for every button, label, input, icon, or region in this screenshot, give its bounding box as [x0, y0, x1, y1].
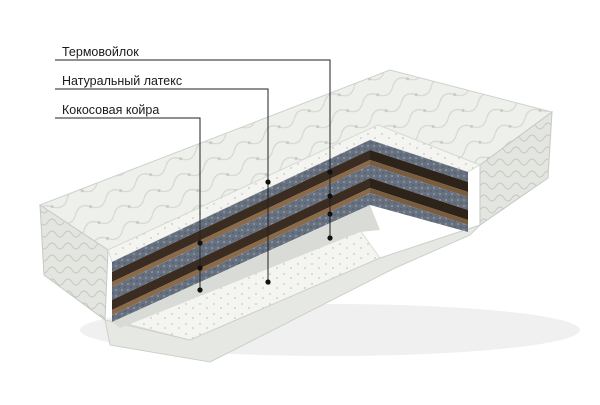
leader-dot	[327, 193, 333, 199]
leader-dot	[197, 287, 203, 293]
label-natural-latex: Натуральный латекс	[62, 74, 183, 88]
leader-dot	[265, 179, 271, 185]
layer-stack-right	[370, 140, 468, 232]
leader-lines	[55, 59, 331, 292]
inner-cut-face	[112, 205, 380, 328]
leader-dot	[197, 240, 203, 246]
leader-line-2	[55, 117, 201, 292]
leader-dot	[197, 265, 203, 271]
leader-dot	[327, 211, 333, 217]
label-thermofelt: Термовойлок	[62, 45, 139, 59]
leader-line-0	[55, 59, 331, 240]
leader-line-1	[55, 88, 269, 282]
mattress-front-fabric	[104, 224, 481, 363]
leader-dots	[197, 169, 333, 293]
leader-dot	[327, 235, 333, 241]
layer-stack-left	[112, 140, 370, 322]
label-coconut-coir: Кокосовая койра	[62, 103, 160, 117]
leader-dot	[327, 169, 333, 175]
leader-dot	[265, 279, 271, 285]
